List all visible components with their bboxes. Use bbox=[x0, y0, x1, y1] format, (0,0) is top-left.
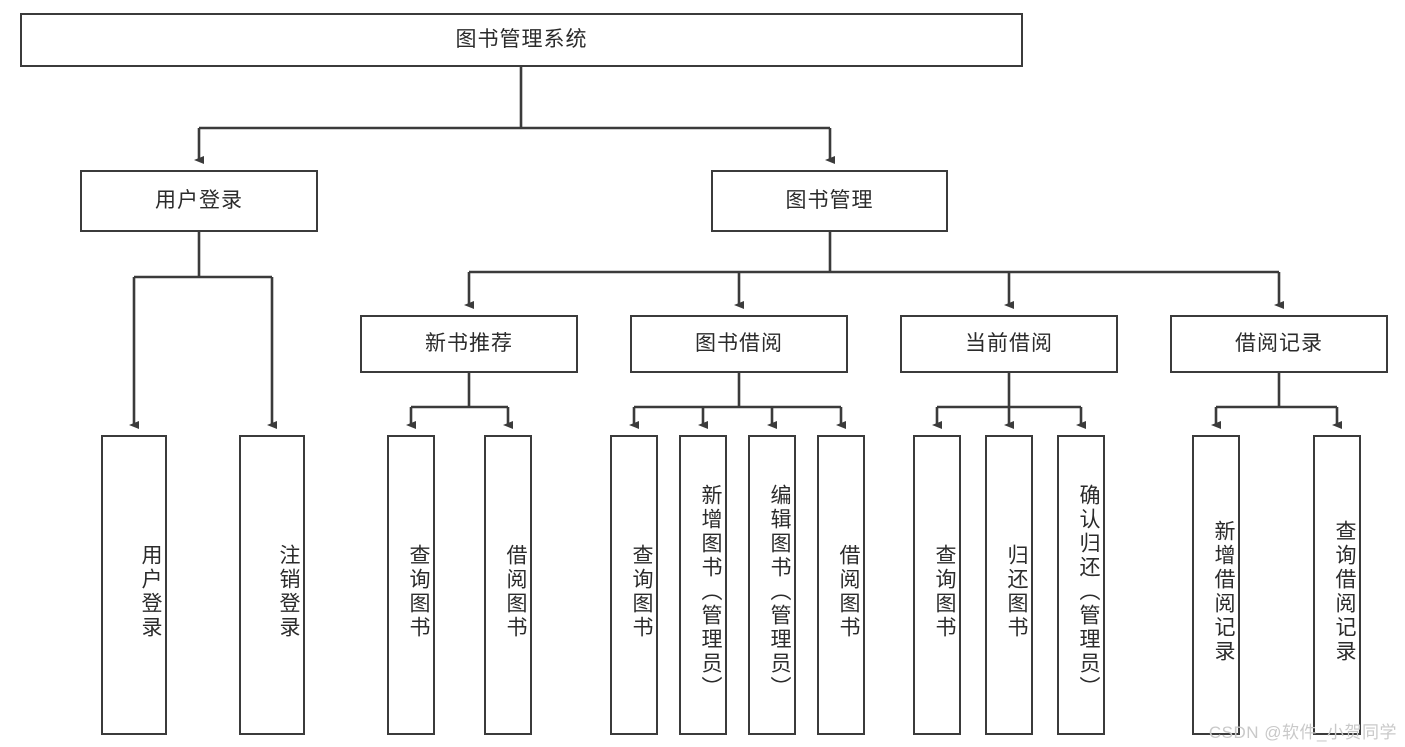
leaf-return-book[interactable]: 归还图书 bbox=[985, 435, 1033, 735]
node-new-book-recommend[interactable]: 新书推荐 bbox=[360, 315, 578, 373]
leaf-add-borrow-record-label: 新增借阅记录 bbox=[1212, 520, 1235, 664]
leaf-add-borrow-record[interactable]: 新增借阅记录 bbox=[1192, 435, 1240, 735]
leaf-user-login[interactable]: 用户登录 bbox=[101, 435, 167, 735]
node-current-borrow[interactable]: 当前借阅 bbox=[900, 315, 1118, 373]
node-new-book-recommend-label: 新书推荐 bbox=[425, 332, 513, 356]
node-borrow-records[interactable]: 借阅记录 bbox=[1170, 315, 1388, 373]
node-borrow-records-label: 借阅记录 bbox=[1235, 332, 1323, 356]
leaf-add-book-admin-label: 新增图书（管理员） bbox=[699, 484, 722, 700]
leaf-query-book-borrow-label: 查询图书 bbox=[630, 544, 653, 640]
leaf-add-book-admin[interactable]: 新增图书（管理员） bbox=[679, 435, 727, 735]
leaf-query-borrow-record[interactable]: 查询借阅记录 bbox=[1313, 435, 1361, 735]
leaf-logout-label: 注销登录 bbox=[277, 544, 300, 640]
node-user-login-label: 用户登录 bbox=[155, 189, 243, 213]
leaf-borrow-book-rec-label: 借阅图书 bbox=[504, 544, 527, 640]
leaf-query-book-current[interactable]: 查询图书 bbox=[913, 435, 961, 735]
node-root[interactable]: 图书管理系统 bbox=[20, 13, 1023, 67]
watermark-text: CSDN @软件_小贺同学 bbox=[1208, 723, 1397, 742]
leaf-query-book-current-label: 查询图书 bbox=[933, 544, 956, 640]
leaf-query-borrow-record-label: 查询借阅记录 bbox=[1333, 520, 1356, 664]
leaf-borrow-book-rec[interactable]: 借阅图书 bbox=[484, 435, 532, 735]
leaf-user-login-label: 用户登录 bbox=[139, 544, 162, 640]
node-book-borrow-label: 图书借阅 bbox=[695, 332, 783, 356]
leaf-edit-book-admin-label: 编辑图书（管理员） bbox=[768, 484, 791, 700]
node-root-label: 图书管理系统 bbox=[455, 28, 588, 52]
leaf-edit-book-admin[interactable]: 编辑图书（管理员） bbox=[748, 435, 796, 735]
node-book-management-label: 图书管理 bbox=[785, 189, 874, 213]
leaf-borrow-book[interactable]: 借阅图书 bbox=[817, 435, 865, 735]
node-book-borrow[interactable]: 图书借阅 bbox=[630, 315, 848, 373]
leaf-confirm-return-admin-label: 确认归还（管理员） bbox=[1077, 484, 1100, 700]
node-book-management[interactable]: 图书管理 bbox=[711, 170, 948, 232]
leaf-return-book-label: 归还图书 bbox=[1005, 544, 1028, 640]
leaf-query-book-borrow[interactable]: 查询图书 bbox=[610, 435, 658, 735]
leaf-query-book-rec-label: 查询图书 bbox=[407, 544, 430, 640]
leaf-confirm-return-admin[interactable]: 确认归还（管理员） bbox=[1057, 435, 1105, 735]
leaf-query-book-rec[interactable]: 查询图书 bbox=[387, 435, 435, 735]
node-current-borrow-label: 当前借阅 bbox=[965, 332, 1053, 356]
node-user-login[interactable]: 用户登录 bbox=[80, 170, 318, 232]
leaf-borrow-book-label: 借阅图书 bbox=[837, 544, 860, 640]
leaf-logout[interactable]: 注销登录 bbox=[239, 435, 305, 735]
